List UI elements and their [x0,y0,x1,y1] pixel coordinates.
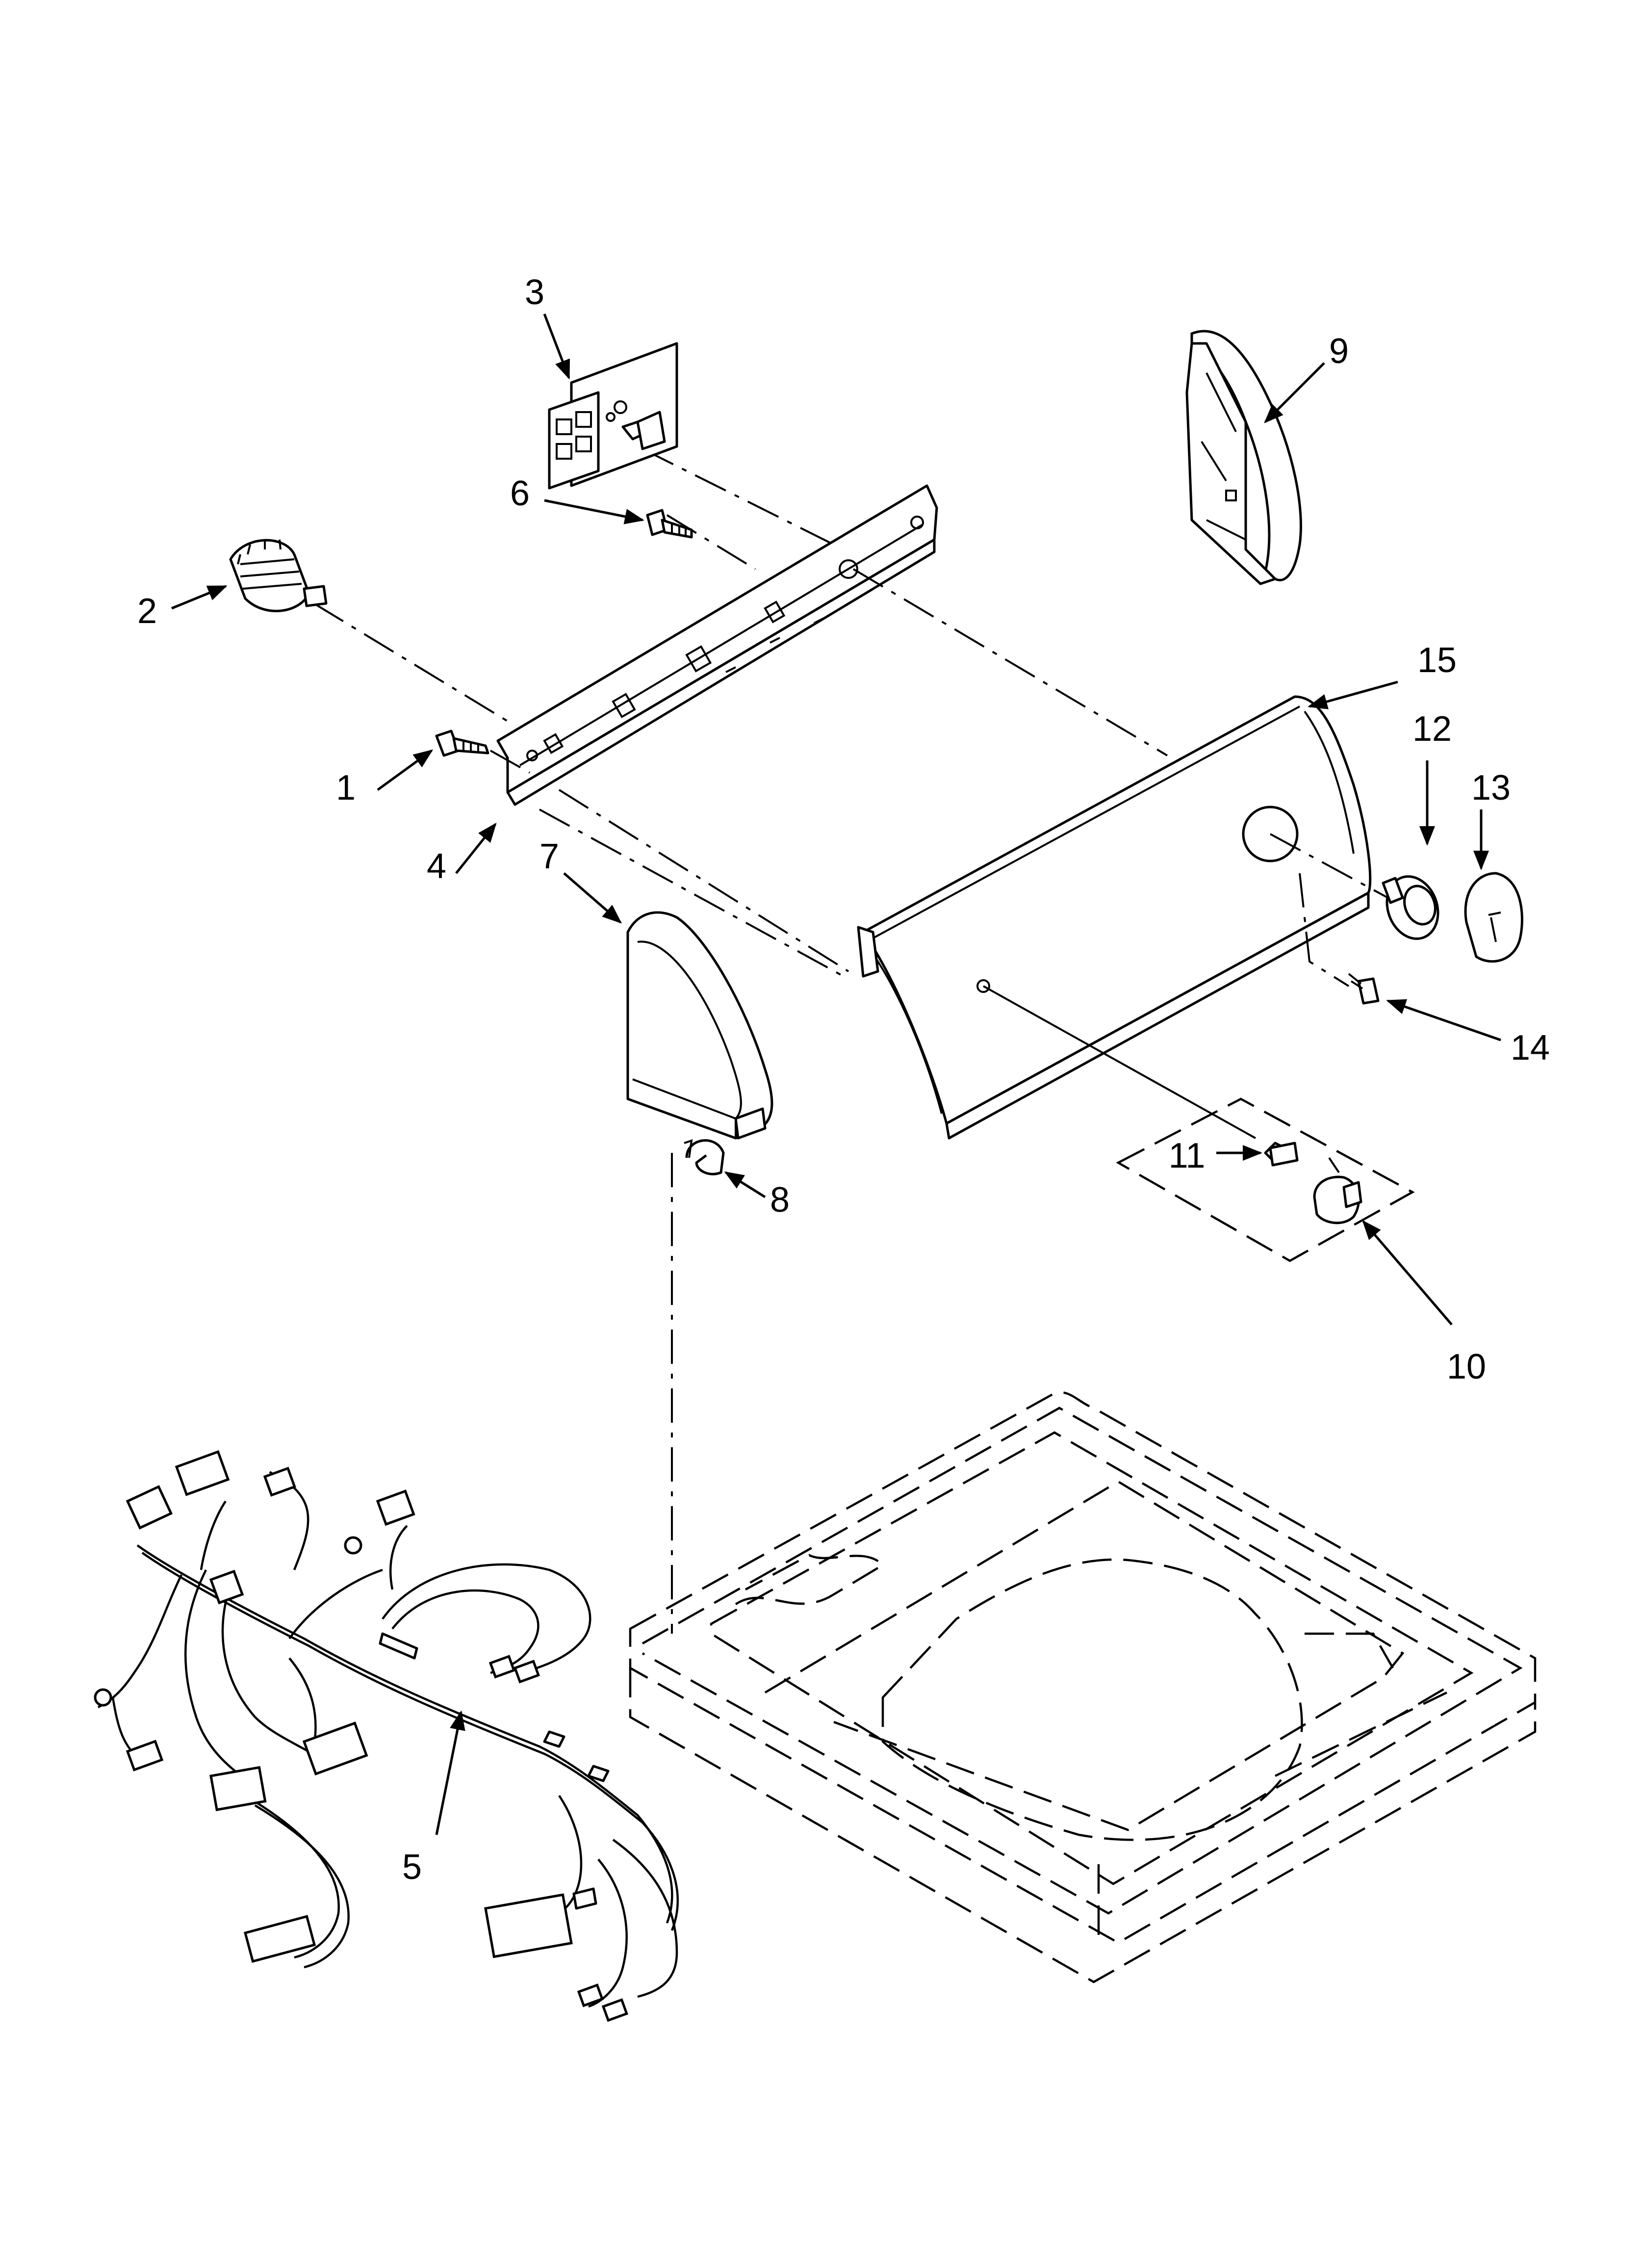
top-cabinet-outline [629,1391,1537,1983]
dial-and-knob [1382,872,1523,963]
end-cap-left [626,911,773,1140]
callout-7: 7 [539,837,559,876]
callout-10: 10 [1447,1347,1486,1386]
control-panel-bracket [496,484,938,806]
clip [684,1139,725,1175]
callout-13: 13 [1471,768,1511,808]
callout-12: 12 [1412,709,1452,749]
screw-1 [435,730,489,757]
end-cap-right [1185,330,1302,585]
callout-4: 4 [427,847,446,886]
callout-15: 15 [1417,641,1457,680]
wire-harness [94,1450,679,2022]
callout-3: 3 [525,273,544,312]
callout-5: 5 [402,1848,422,1887]
assembly-lines [313,448,1388,1634]
callout-14: 14 [1511,1028,1550,1068]
screw-14 [1348,973,1380,1005]
callout-11: 11 [1169,1136,1206,1175]
callout-labels: 1 2 3 4 5 6 7 8 9 10 11 12 13 14 15 [137,273,1550,1887]
callout-2: 2 [137,592,157,631]
pressure-switch [229,539,328,612]
electronic-control [548,342,678,490]
callout-8: 8 [770,1180,790,1220]
screw-6 [646,509,693,539]
leader-lines [171,313,1501,1835]
callout-6: 6 [510,474,530,513]
callout-1: 1 [336,768,356,808]
console-panel [857,695,1372,1140]
callout-9: 9 [1329,332,1349,371]
switch-box [1116,1097,1415,1262]
